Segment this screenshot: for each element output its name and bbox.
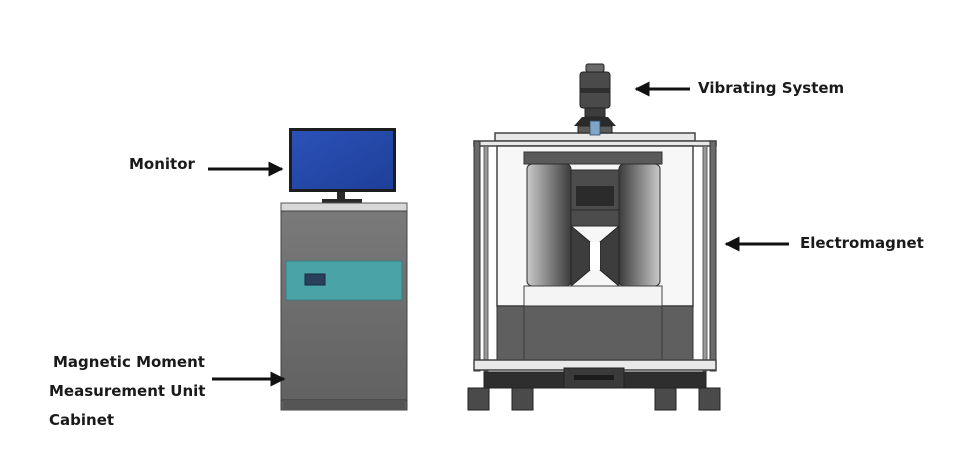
cabinet-plinth <box>283 400 405 410</box>
cabinet-top <box>280 202 408 212</box>
label-monitor: Monitor <box>129 155 195 173</box>
magnet-base-block <box>496 305 694 361</box>
label-cabinet-line3: Cabinet <box>49 411 115 429</box>
vibrator-band <box>580 88 610 93</box>
vibrator-cap <box>585 63 605 73</box>
foot-4 <box>698 387 721 411</box>
label-electromagnet: Electromagnet <box>800 234 924 252</box>
monitor-base <box>322 199 362 203</box>
cabinet-panel <box>285 260 403 301</box>
right-inner-post <box>702 145 708 372</box>
core-window <box>576 186 614 206</box>
foot-1 <box>467 387 490 411</box>
foot-2 <box>511 387 534 411</box>
monitor-neck <box>337 192 345 200</box>
cabinet-display-slot <box>304 273 326 286</box>
electromagnet-assembly <box>467 132 721 411</box>
core-bottom <box>570 209 620 227</box>
yoke-top <box>523 151 663 165</box>
air-gap <box>590 242 600 270</box>
monitor-screen <box>292 131 393 189</box>
vibrator-neck <box>584 107 606 118</box>
chassis-lower-band <box>523 285 663 307</box>
measurement-cabinet <box>280 202 408 411</box>
left-inner-post <box>483 145 489 372</box>
label-vibrating-system: Vibrating System <box>698 79 845 97</box>
cabinet-body <box>280 210 408 411</box>
sample-rod-coupler <box>589 120 601 136</box>
foot-3 <box>654 387 677 411</box>
platform-slot <box>574 375 614 380</box>
left-outer-post <box>473 140 481 372</box>
label-cabinet-line1: Magnetic Moment <box>53 353 205 371</box>
right-pole-piece <box>618 163 661 287</box>
monitor <box>289 128 396 203</box>
label-cabinet-line2: Measurement Unit <box>49 382 206 400</box>
left-pole-piece <box>526 163 572 287</box>
vibrating-system <box>574 63 616 136</box>
right-outer-post <box>709 140 717 372</box>
